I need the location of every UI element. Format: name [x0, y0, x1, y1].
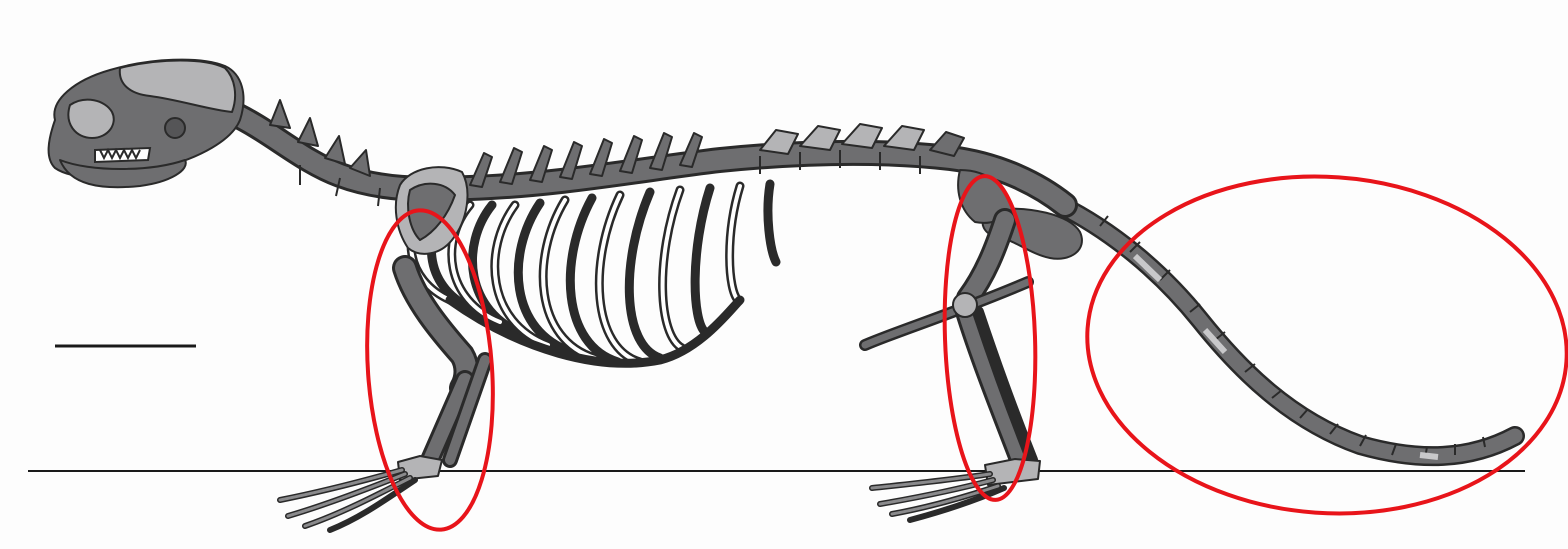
- skeleton-figure: .dk { fill: #6e6e70; stroke: #2a2a2a; st…: [0, 0, 1568, 549]
- figure-canvas: .dk { fill: #6e6e70; stroke: #2a2a2a; st…: [0, 0, 1568, 549]
